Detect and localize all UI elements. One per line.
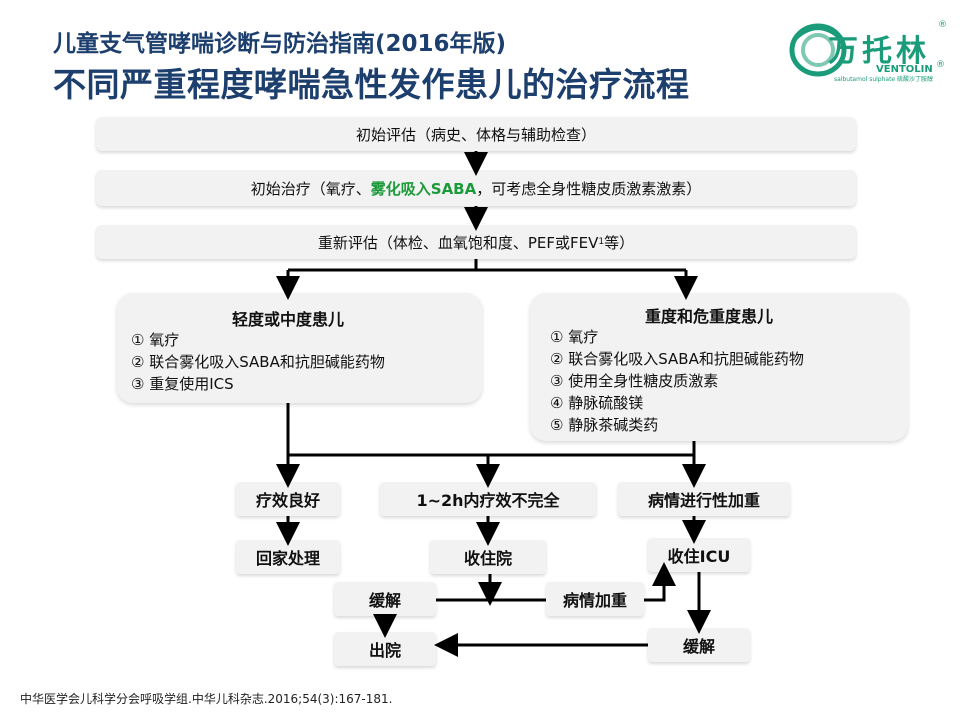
node-good-effect-label: 疗效良好 xyxy=(255,491,320,510)
severe-critical-title: 重度和危重度患儿 xyxy=(645,307,774,326)
node-progressive-label: 病情进行性加重 xyxy=(647,491,760,510)
node-home-care-label: 回家处理 xyxy=(255,549,320,568)
reassessment-suffix: 等） xyxy=(604,233,635,252)
severe-item-3: ③ 使用全身性糖皮质激素 xyxy=(550,372,719,390)
node-incomplete-label: 1~2h内疗效不完全 xyxy=(416,491,560,510)
node-admit-label: 收住院 xyxy=(463,549,512,568)
mild-item-2: ② 联合雾化吸入SABA和抗胆碱能药物 xyxy=(131,353,385,371)
citation: 中华医学会儿科学分会呼吸学组.中华儿科杂志.2016;54(3):167-181… xyxy=(20,692,393,706)
node-discharge-label: 出院 xyxy=(368,641,401,660)
logo-registered-mark: ® xyxy=(938,20,947,30)
severe-item-5: ⑤ 静脉茶碱类药 xyxy=(550,416,659,434)
step-initial-treatment: 初始治疗（氧疗、雾化吸入SABA，可考虑全身性糖皮质激素激素） xyxy=(96,170,856,206)
logo-name: 万托林 xyxy=(828,34,930,69)
mild-moderate-title: 轻度或中度患儿 xyxy=(232,310,345,329)
logo-registered-mark-en: ® xyxy=(936,60,945,70)
ventolin-logo: 万托林 ® VENTOLIN ® salbutamol sulphate 硫酸沙… xyxy=(786,14,952,83)
initial-treatment-highlight: 雾化吸入SABA xyxy=(370,179,477,198)
initial-treatment-prefix: 初始治疗（氧疗、 xyxy=(250,179,371,198)
node-relief-right-label: 缓解 xyxy=(682,637,715,656)
page-title-line1: 儿童支气管哮喘诊断与防治指南(2016年版) xyxy=(53,31,507,57)
node-icu-label: 收住ICU xyxy=(667,547,731,566)
logo-subtitle: salbutamol sulphate 硫酸沙丁胺醇 xyxy=(834,76,934,83)
mild-item-3: ③ 重复使用ICS xyxy=(131,375,234,393)
initial-treatment-suffix: ，可考虑全身性糖皮质激素激素） xyxy=(476,179,702,198)
connector-worsen-to-icu xyxy=(644,562,676,602)
node-worsen-label: 病情加重 xyxy=(562,591,627,610)
logo-emblem-icon xyxy=(789,23,847,77)
step-initial-assessment-label: 初始评估（病史、体格与辅助检查） xyxy=(355,125,596,144)
node-good-effect: 疗效良好 xyxy=(236,482,340,516)
severe-item-1: ① 氧疗 xyxy=(550,328,599,346)
mild-item-1: ① 氧疗 xyxy=(131,331,180,349)
severe-item-4: ④ 静脉硫酸镁 xyxy=(550,394,644,412)
severe-item-2: ② 联合雾化吸入SABA和抗胆碱能药物 xyxy=(550,350,804,368)
node-discharge: 出院 xyxy=(334,632,436,666)
severe-critical-panel: 重度和危重度患儿 ① 氧疗 ② 联合雾化吸入SABA和抗胆碱能药物 ③ 使用全身… xyxy=(530,293,908,441)
node-relief-left: 缓解 xyxy=(334,582,436,616)
step-initial-assessment: 初始评估（病史、体格与辅助检查） xyxy=(96,117,856,151)
node-relief-left-label: 缓解 xyxy=(368,591,401,610)
reassessment-prefix: 重新评估（体检、血氧饱和度、PEF或FEV xyxy=(317,233,599,252)
page-title-line2: 不同严重程度哮喘急性发作患儿的治疗流程 xyxy=(53,65,690,104)
logo-english: VENTOLIN xyxy=(876,64,933,75)
mild-moderate-panel: 轻度或中度患儿 ① 氧疗 ② 联合雾化吸入SABA和抗胆碱能药物 ③ 重复使用I… xyxy=(117,293,482,403)
node-worsen: 病情加重 xyxy=(546,582,644,616)
reassessment-subscript: 1 xyxy=(598,237,605,247)
